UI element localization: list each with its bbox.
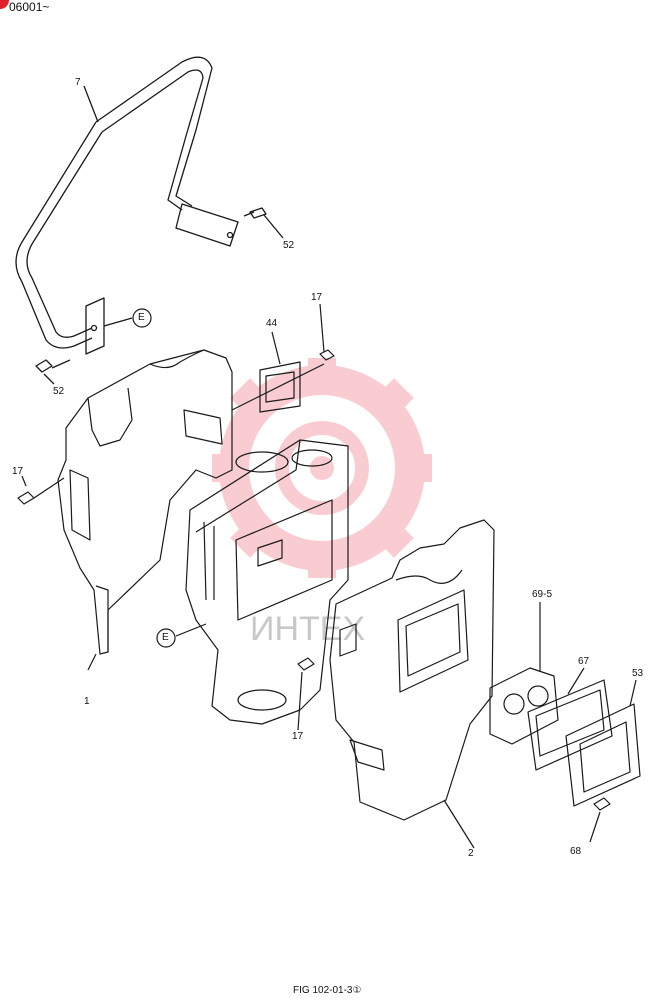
callout-68: 68 xyxy=(570,846,582,857)
callout-1: 1 xyxy=(84,696,90,707)
marker-e-upper-icon xyxy=(132,308,152,328)
callout-69-5: 69-5 xyxy=(532,589,553,600)
centre-frame xyxy=(175,439,349,731)
corner-badge xyxy=(0,0,9,9)
callout-e-lower: E xyxy=(162,632,169,643)
seal-69-5 xyxy=(489,602,559,745)
plate-53 xyxy=(565,679,641,843)
plate-67 xyxy=(527,667,613,771)
marker-e-lower-icon xyxy=(156,628,176,648)
callout-44: 44 xyxy=(266,318,278,329)
callout-17-upper: 17 xyxy=(311,292,323,303)
callout-52-lower: 52 xyxy=(53,386,65,397)
callout-52-upper: 52 xyxy=(283,240,295,251)
cover-panel-1 xyxy=(17,349,233,671)
serial-range: 06001~ xyxy=(9,0,50,14)
watermark-gear-icon xyxy=(212,358,432,578)
figure-caption: FIG 102-01-3① xyxy=(293,985,362,996)
callout-17-left: 17 xyxy=(12,466,24,477)
callout-7: 7 xyxy=(75,77,81,88)
watermark-text: ИНТЕХ xyxy=(250,610,365,648)
callout-17-lower: 17 xyxy=(292,731,304,742)
callout-53: 53 xyxy=(632,668,644,679)
bracket-44 xyxy=(231,303,335,413)
cover-panel-2 xyxy=(329,519,495,849)
callout-67: 67 xyxy=(578,656,590,667)
guard-rail-7 xyxy=(15,56,284,385)
callout-2: 2 xyxy=(468,848,474,859)
callout-e-upper: E xyxy=(138,312,145,323)
